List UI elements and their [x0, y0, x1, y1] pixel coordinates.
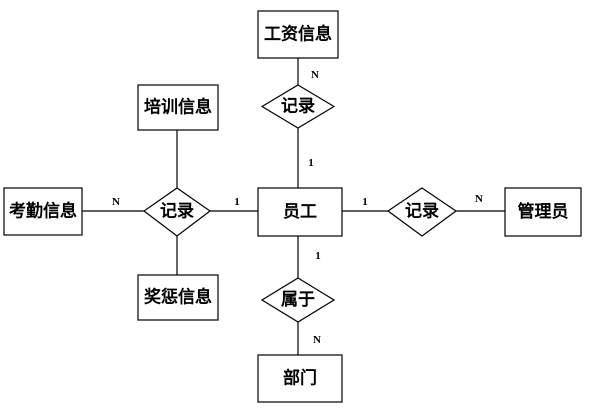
- entity-manager-label: 管理员: [518, 201, 569, 222]
- cardinality-department-n: N: [313, 334, 321, 346]
- entity-salary-label: 工资信息: [264, 24, 332, 45]
- relation-attendance: 记录: [142, 187, 212, 237]
- entity-reward: 奖惩信息: [137, 274, 219, 321]
- cardinality-salary-1: 1: [308, 157, 314, 169]
- relation-manager-label: 记录: [405, 202, 439, 222]
- entity-salary: 工资信息: [257, 10, 339, 59]
- entity-attendance-label: 考勤信息: [8, 201, 77, 222]
- entity-manager: 管理员: [504, 187, 582, 237]
- relation-salary-label: 记录: [281, 97, 315, 117]
- relation-department: 属于: [260, 277, 336, 323]
- entity-employee: 员工: [257, 187, 343, 237]
- cardinality-manager-1: 1: [362, 196, 368, 208]
- cardinality-manager-n: N: [475, 193, 483, 205]
- relation-department-label: 属于: [281, 290, 315, 310]
- relation-salary: 记录: [260, 84, 336, 129]
- cardinality-labels: N 1 N 1 1 N 1 N: [112, 69, 483, 346]
- relation-manager: 记录: [386, 187, 458, 237]
- cardinality-salary-n: N: [311, 69, 319, 81]
- relation-attendance-label: 记录: [160, 202, 194, 222]
- entity-reward-label: 奖惩信息: [144, 287, 212, 308]
- connectors: [82, 58, 505, 355]
- cardinality-attendance-n: N: [112, 196, 120, 208]
- entity-training-label: 培训信息: [144, 97, 212, 118]
- entity-attendance: 考勤信息: [3, 187, 83, 236]
- cardinality-department-1: 1: [315, 250, 321, 262]
- cardinality-attendance-1: 1: [234, 196, 240, 208]
- entity-department-label: 部门: [283, 368, 317, 389]
- entity-department: 部门: [257, 354, 343, 403]
- entity-training: 培训信息: [137, 84, 219, 131]
- entity-employee-label: 员工: [283, 202, 317, 222]
